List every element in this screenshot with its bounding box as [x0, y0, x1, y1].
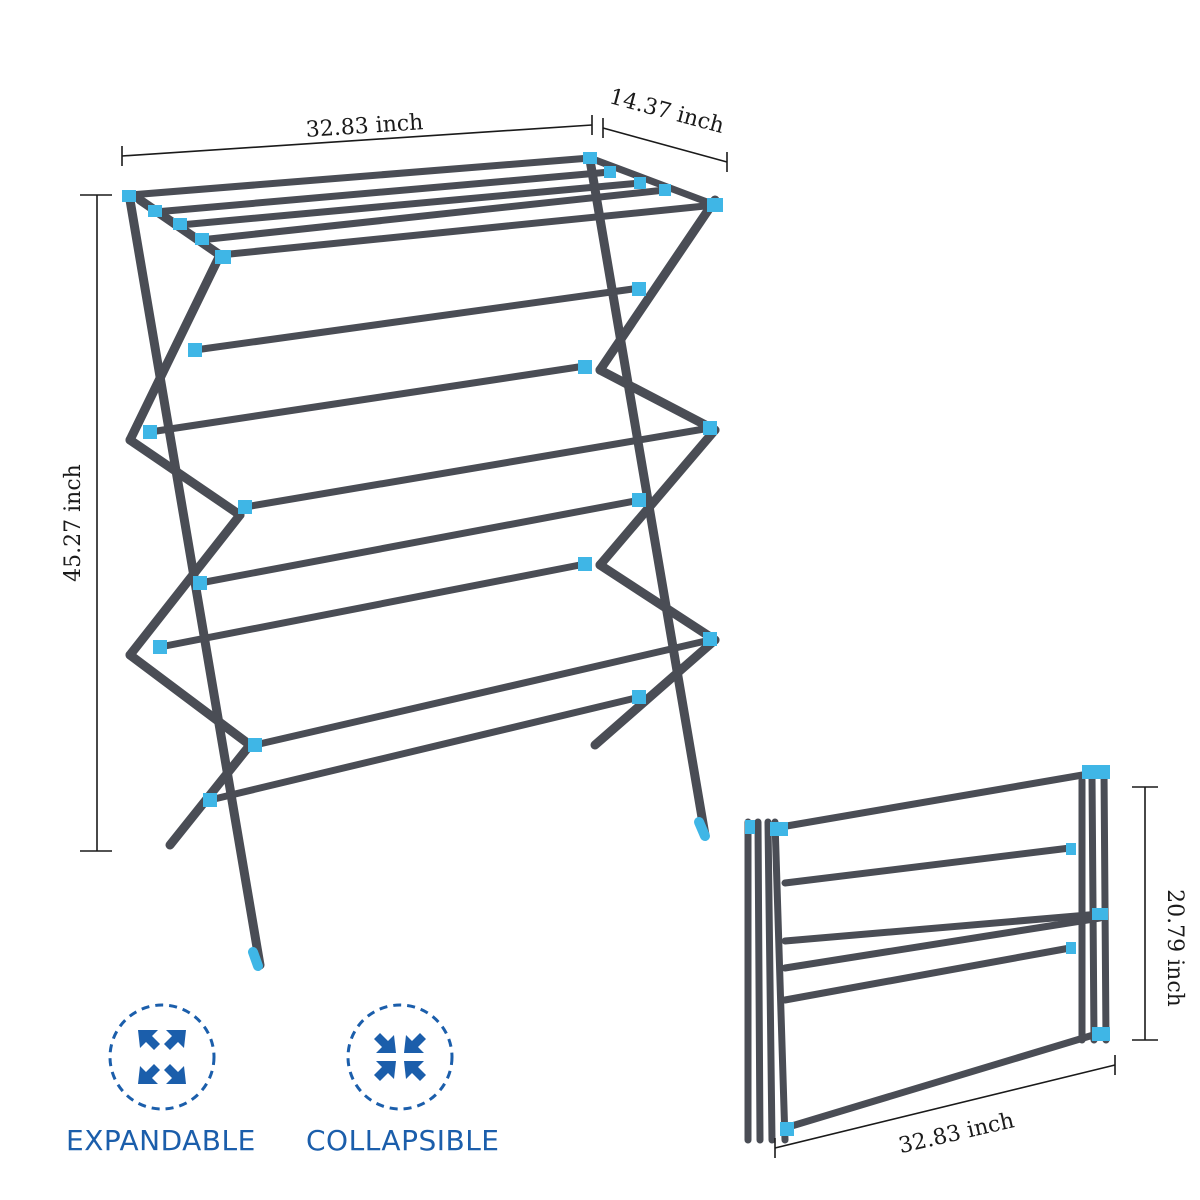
folded-rack [744, 765, 1110, 1144]
arrows-inward-icon [374, 1033, 426, 1081]
rack-connectors [122, 152, 723, 807]
expanded-depth-label: 14.37 inch [607, 84, 727, 139]
collapsible-badge [346, 1003, 454, 1111]
folded-rack-bars [771, 768, 1104, 1132]
folded-rack-legs [744, 766, 1110, 1144]
expanded-height-label: 45.27 inch [61, 464, 86, 582]
expanded-dimension-lines [80, 115, 728, 852]
folded-rack-connectors [745, 765, 1110, 1136]
rack-feet [248, 817, 710, 971]
rack-top-rails [126, 154, 719, 259]
expandable-label: EXPANDABLE [66, 1124, 256, 1157]
folded-height-label: 20.79 inch [1162, 889, 1187, 1007]
collapsible-label: COLLAPSIBLE [306, 1124, 500, 1157]
rack-frame-legs [125, 155, 720, 970]
arrows-outward-icon [138, 1030, 186, 1084]
folded-dimension-lines [774, 786, 1158, 1158]
rack-hanging-bars [146, 284, 714, 804]
folded-width-label: 32.83 inch [896, 1108, 1016, 1159]
expanded-rack [122, 152, 723, 971]
expandable-badge [108, 1003, 216, 1111]
